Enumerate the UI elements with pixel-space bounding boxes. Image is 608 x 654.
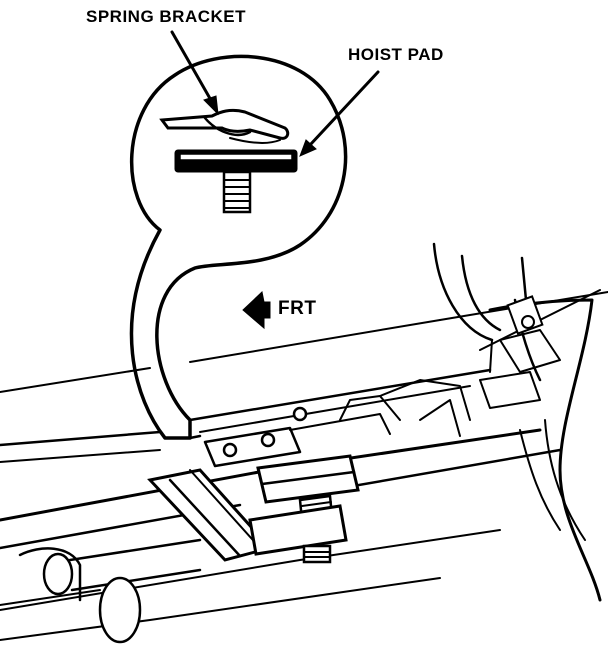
lift-cross-member [147, 468, 273, 562]
front-direction-indicator: FRT [242, 291, 316, 330]
arrow-left-icon [242, 291, 271, 330]
spring-bracket-leader [170, 30, 219, 116]
lift-adapter-lower [248, 504, 348, 564]
front-direction-label: FRT [278, 298, 316, 319]
hoist-pad-label: HOIST PAD [348, 45, 444, 64]
hoist-pad-leader [299, 70, 380, 157]
hoist-pad-detail [174, 149, 298, 173]
threaded-stud-detail [222, 170, 252, 214]
spring-bracket-installed [203, 379, 471, 468]
detail-magnifier-bubble [129, 54, 348, 440]
rear-suspension-bracket [479, 295, 561, 409]
spring-bracket-label: SPRING BRACKET [86, 7, 246, 26]
lower-drive-shaft [0, 538, 202, 644]
spring-bracket-detail [159, 108, 290, 145]
rear-quarter-panel [488, 298, 602, 602]
